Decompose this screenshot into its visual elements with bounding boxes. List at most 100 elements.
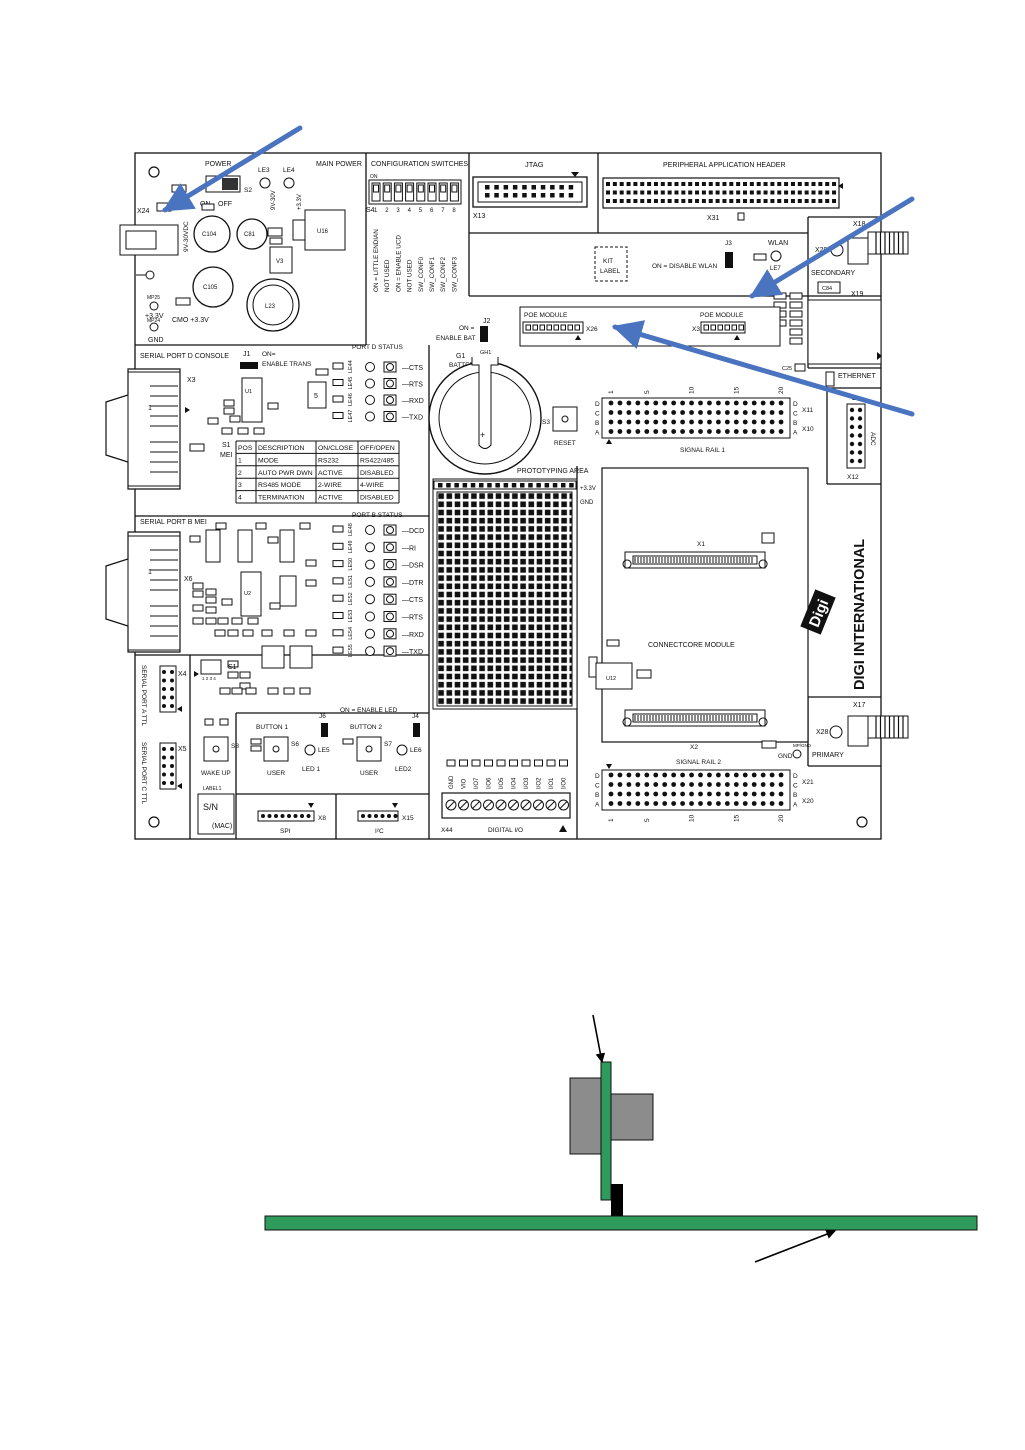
status-led-label: LE50: [348, 558, 354, 571]
signal-rail-pin: [724, 410, 730, 415]
jtag-pin: [503, 193, 509, 198]
peripheral-pin: [701, 182, 706, 186]
svg-text:S8: S8: [231, 743, 239, 750]
peripheral-pin: [790, 182, 795, 186]
s1-table-cell: DISABLED: [360, 495, 394, 502]
signal-rail-pin: [644, 410, 650, 415]
spi-i2c-section: X8 X15 SPI I²C: [257, 803, 414, 835]
signal-rail-pin: [671, 410, 677, 415]
jtag-pin: [531, 193, 536, 198]
ethernet-jack[interactable]: [807, 299, 882, 365]
peripheral-pin: [811, 199, 816, 203]
signal-rail-number: 20: [778, 814, 785, 822]
signal-rail-number: 20: [778, 386, 785, 394]
svg-text:LE4: LE4: [283, 167, 295, 174]
signal-rail-pin: [716, 791, 721, 797]
svg-text:X29: X29: [815, 247, 828, 254]
peripheral-pin: [743, 182, 747, 186]
s1-dip-switch[interactable]: [200, 659, 222, 675]
peripheral-pin: [606, 190, 610, 195]
reset-button[interactable]: [552, 406, 578, 432]
peripheral-pin: [633, 190, 638, 195]
status-led: [365, 362, 375, 372]
signal-rail-pin: [760, 801, 766, 806]
svg-text:9V-30V: 9V-30V: [271, 190, 277, 210]
signal-rail-pin: [751, 410, 757, 415]
signal-rail-2-header[interactable]: [601, 769, 791, 811]
signal-rail-pin: [751, 400, 757, 406]
signal-rail-pin: [742, 410, 748, 415]
peripheral-pin: [811, 190, 816, 195]
s1-table-cell: DISABLED: [360, 470, 394, 477]
signal-rail-pin: [716, 410, 721, 415]
signal-rail-number: 10: [689, 386, 696, 394]
svg-text:X3: X3: [187, 377, 196, 384]
svg-text:WLAN: WLAN: [768, 240, 788, 247]
signal-rail-pin: [707, 782, 712, 787]
signal-rail-pin: [769, 791, 775, 797]
signal-rail-pin: [671, 791, 677, 797]
adc-header[interactable]: [846, 403, 866, 469]
signal-rail-row-label: A: [595, 802, 600, 809]
signal-rail-pin: [742, 782, 748, 787]
primary-antenna-section: X17 X28 PRIMARY: [812, 702, 909, 759]
signal-rail-pin: [733, 410, 739, 415]
prototyping-grid[interactable]: [436, 491, 573, 707]
signal-rail-pin: [626, 801, 632, 806]
svg-text:CONNECTCORE MODULE: CONNECTCORE MODULE: [648, 642, 735, 649]
ttl-header-c[interactable]: [159, 742, 177, 790]
peripheral-pin: [626, 182, 631, 186]
signal-rail-pin: [769, 419, 775, 425]
svg-text:X10: X10: [802, 426, 814, 433]
svg-text:GH1: GH1: [480, 350, 491, 356]
signal-rail-row-label: A: [793, 430, 798, 437]
db9-connector-d[interactable]: [105, 368, 181, 490]
user-button-1[interactable]: [263, 736, 289, 762]
signal-rail-pin: [751, 801, 757, 806]
svg-text:S4: S4: [366, 207, 375, 214]
signal-rail-number: 10: [689, 814, 696, 822]
led2-jumper[interactable]: [413, 723, 420, 737]
led1-jumper[interactable]: [321, 723, 328, 737]
battery-jumper[interactable]: [480, 326, 488, 342]
side-connector-socket: [611, 1184, 623, 1216]
port-d-jumper[interactable]: [240, 362, 258, 369]
spi-header[interactable]: [257, 810, 315, 822]
signal-rail-number: 15: [733, 814, 740, 822]
peripheral-pin: [825, 199, 830, 203]
svg-text:MP25: MP25: [147, 295, 160, 301]
signal-rail-pin: [751, 429, 757, 434]
signal-rail-pin: [608, 400, 614, 406]
peripheral-pin: [729, 182, 734, 186]
user-button-2[interactable]: [356, 736, 382, 762]
ttl-header-a[interactable]: [159, 665, 177, 713]
jtag-pin: [485, 193, 490, 198]
poe-section: POE MODULE POE MODULE X26 X3: [519, 306, 781, 347]
s1-table-cell: 3: [238, 482, 242, 489]
signal-rail-pin: [644, 400, 650, 406]
s1-table-header: DESCRIPTION: [258, 445, 305, 452]
signal-rail-pin: [751, 772, 757, 778]
signal-rail-pin: [671, 801, 677, 806]
peripheral-header[interactable]: [602, 177, 840, 209]
jtag-pin: [540, 193, 546, 198]
signal-rail-number: 5: [644, 818, 651, 822]
status-led-label: LE48: [348, 523, 354, 536]
svg-text:+3.3V: +3.3V: [145, 313, 164, 320]
signal-rail-pin: [680, 419, 685, 425]
secondary-antenna[interactable]: [867, 231, 909, 255]
signal-rail-row-label: D: [793, 401, 798, 408]
signal-rail-pin: [742, 772, 748, 778]
status-led: [365, 411, 375, 422]
signal-rail-1-header[interactable]: [601, 397, 791, 439]
poe-connector-x26[interactable]: [522, 321, 584, 334]
signal-rail-pin: [689, 801, 694, 806]
wlan-jumper[interactable]: [725, 252, 733, 268]
wakeup-button[interactable]: [203, 736, 229, 762]
svg-text:X6: X6: [184, 576, 193, 583]
signal-rail-pin: [635, 782, 641, 787]
signal-rail-pin: [671, 419, 677, 425]
svg-text:X18: X18: [853, 221, 866, 228]
primary-antenna[interactable]: [867, 715, 909, 739]
config-switch-label: SW_CONF0: [418, 257, 425, 292]
